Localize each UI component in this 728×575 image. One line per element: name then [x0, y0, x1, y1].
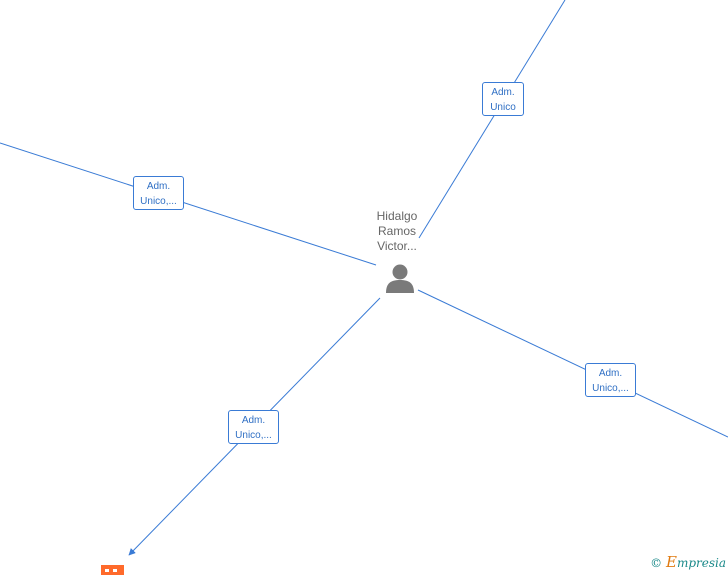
center-node-label[interactable]: Hidalgo Ramos Victor...	[357, 209, 437, 254]
edge-bottom-right	[417, 289, 728, 438]
edge-label-bottom-right[interactable]: Adm. Unico,...	[585, 363, 636, 397]
company-icon[interactable]	[101, 565, 124, 575]
person-icon[interactable]	[386, 264, 414, 294]
edge-label-bottom-left[interactable]: Adm. Unico,...	[228, 410, 279, 444]
watermark-rest: mpresia	[676, 556, 726, 570]
edge-label-line2: Unico,...	[592, 383, 629, 394]
edge-label-line2: Unico	[490, 102, 516, 113]
empresia-watermark: © Empresia	[650, 553, 726, 571]
edge-top-right	[418, 0, 566, 239]
edge-label-line1: Adm.	[146, 181, 171, 192]
center-node-line3: Victor...	[377, 239, 417, 253]
edge-label-line1: Adm.	[491, 87, 515, 98]
watermark-e: E	[665, 553, 677, 571]
edge-label-line2: Unico,...	[140, 196, 177, 207]
edge-label-left[interactable]: Adm. Unico,...	[133, 176, 184, 210]
edge-label-line1: Adm.	[598, 368, 623, 379]
edge-label-line1: Adm.	[241, 415, 266, 426]
copyright-symbol: ©	[650, 556, 663, 570]
edge-label-top-right[interactable]: Adm. Unico	[482, 82, 524, 116]
edge-left	[0, 142, 377, 266]
center-node-line2: Ramos	[377, 224, 416, 238]
center-node-line1: Hidalgo	[376, 209, 418, 223]
edge-label-line2: Unico,...	[235, 430, 272, 441]
